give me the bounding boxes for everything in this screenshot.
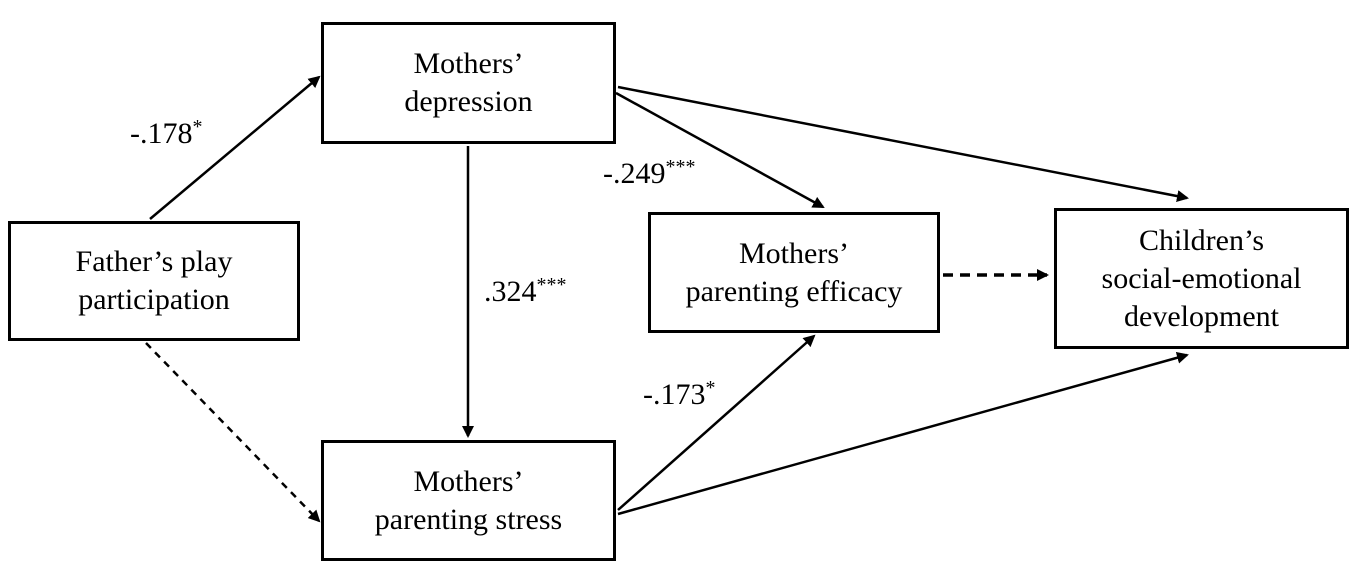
arrow-stress-to-efficacy xyxy=(617,334,816,511)
node-label-line: social-emotional xyxy=(1101,261,1302,295)
significance-marker: *** xyxy=(665,156,696,178)
node-mothers-parenting-efficacy: Mothers’ parenting efficacy xyxy=(648,212,940,333)
node-father-play-participation: Father’s play participation xyxy=(8,221,300,341)
node-label-line: participation xyxy=(78,283,230,316)
arrow-father-to-depression xyxy=(149,75,321,220)
arrow-depression-to-children xyxy=(617,85,1189,202)
node-label-line: Mothers’ xyxy=(413,47,524,80)
node-label-line: Children’s xyxy=(1139,223,1264,257)
node-label-line: Mothers’ xyxy=(413,464,524,498)
significance-marker: * xyxy=(705,377,716,399)
arrow-depression-to-efficacy xyxy=(615,91,825,209)
node-label-line: parenting stress xyxy=(374,502,563,536)
node-label-line: parenting efficacy xyxy=(685,274,903,308)
node-mothers-parenting-stress: Mothers’ parenting stress xyxy=(321,440,616,561)
node-childrens-social-emotional-development: Children’s social-emotional development xyxy=(1054,208,1349,349)
arrow-father-to-stress xyxy=(145,342,321,523)
significance-marker: *** xyxy=(536,274,567,296)
coefficient-depression-to-stress: .324*** xyxy=(484,275,567,307)
node-mothers-depression: Mothers’ depression xyxy=(321,22,616,144)
coefficient-stress-to-efficacy: -.173* xyxy=(643,378,716,410)
coefficient-value: .324 xyxy=(484,275,537,308)
coefficient-father-to-depression: -.178* xyxy=(130,117,203,149)
coefficient-value: -.178 xyxy=(130,117,193,150)
node-label-line: Mothers’ xyxy=(739,236,849,270)
significance-marker: * xyxy=(192,116,203,138)
coefficient-value: -.249 xyxy=(603,157,666,190)
arrow-stress-to-children xyxy=(617,351,1189,516)
coefficient-value: -.173 xyxy=(643,378,706,411)
node-label-line: depression xyxy=(404,85,533,118)
coefficient-depression-to-efficacy: -.249*** xyxy=(603,157,696,189)
node-label-line: Father’s play xyxy=(75,245,233,278)
node-label-line: development xyxy=(1124,299,1279,333)
